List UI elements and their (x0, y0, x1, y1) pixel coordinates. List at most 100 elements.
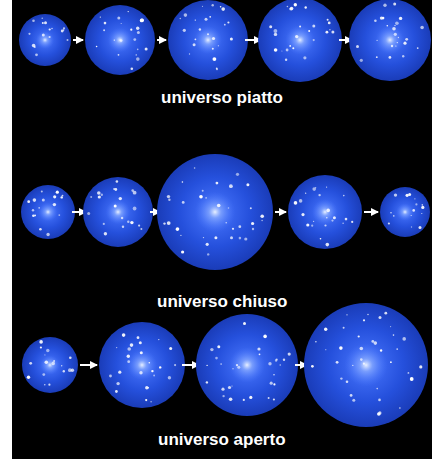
star-dot (419, 226, 422, 229)
star-dot (283, 359, 285, 361)
star-dot (252, 228, 254, 230)
star-dot (33, 198, 37, 202)
star-dot (53, 203, 56, 206)
arrow (80, 364, 97, 366)
star-dot (103, 223, 105, 225)
star-dot (226, 222, 227, 223)
star-dot (136, 57, 140, 61)
star-dot (61, 365, 62, 366)
star-dot (294, 3, 297, 6)
row-label: universo aperto (158, 430, 286, 450)
star-dot (137, 336, 140, 339)
star-dot (377, 412, 381, 416)
star-dot (389, 56, 392, 59)
star-dot (230, 236, 233, 239)
star-dot (394, 33, 397, 36)
star-dot (128, 11, 129, 12)
star-dot (360, 59, 363, 62)
star-dot (42, 18, 43, 19)
star-dot (294, 201, 298, 205)
star-dot (138, 225, 140, 227)
star-dot (168, 199, 170, 201)
star-dot (117, 17, 120, 20)
star-dot (114, 39, 115, 40)
cluster-core (195, 192, 236, 233)
star-dot (326, 209, 330, 213)
star-dot (27, 200, 30, 203)
cluster-circle (196, 314, 298, 416)
star-dot (189, 53, 190, 54)
star-dot (114, 188, 117, 191)
star-dot (232, 368, 233, 369)
star-dot (367, 314, 368, 315)
star-dot (45, 360, 49, 364)
star-dot (239, 237, 242, 240)
star-dot (137, 31, 140, 34)
star-dot (374, 19, 377, 22)
star-dot (195, 19, 196, 20)
star-dot (274, 29, 278, 33)
cluster-circle (304, 303, 428, 427)
star-dot (116, 180, 119, 183)
star-dot (69, 356, 72, 359)
star-dot (378, 399, 381, 402)
star-dot (394, 193, 397, 196)
cluster-core (39, 203, 58, 222)
star-dot (273, 398, 275, 400)
cluster-circle (19, 14, 71, 66)
star-dot (182, 181, 184, 183)
star-dot (415, 203, 417, 205)
cluster-circle (85, 5, 155, 75)
star-dot (402, 337, 406, 341)
star-dot (62, 195, 64, 197)
star-dot (116, 382, 119, 385)
star-dot (127, 347, 131, 351)
arrow (157, 39, 166, 41)
star-dot (42, 198, 45, 201)
star-dot (104, 22, 107, 25)
star-dot (122, 226, 124, 228)
star-dot (346, 380, 349, 383)
star-dot (114, 204, 117, 207)
star-dot (151, 370, 153, 372)
star-dot (339, 346, 343, 350)
star-dot (205, 197, 207, 199)
star-dot (394, 25, 395, 26)
star-dot (131, 67, 134, 70)
star-dot (176, 227, 180, 231)
star-dot (356, 45, 359, 48)
star-dot (251, 222, 254, 225)
star-dot (140, 228, 142, 230)
star-dot (168, 376, 171, 379)
star-dot (115, 390, 118, 393)
star-dot (274, 33, 277, 36)
star-dot (109, 375, 112, 378)
star-dot (276, 358, 278, 360)
star-dot (343, 327, 345, 329)
star-dot (202, 6, 203, 7)
star-dot (393, 334, 395, 336)
star-dot (32, 19, 35, 22)
star-dot (392, 27, 396, 31)
star-dot (63, 27, 65, 29)
star-dot (63, 370, 65, 372)
star-dot (44, 354, 45, 355)
star-dot (290, 7, 294, 11)
star-dot (90, 196, 92, 198)
star-dot (49, 36, 51, 38)
arrow (364, 211, 378, 213)
star-dot (331, 31, 334, 34)
star-dot (393, 3, 396, 6)
cluster-circle (83, 177, 153, 247)
star-dot (174, 364, 176, 366)
cluster-core (396, 203, 414, 221)
star-dot (331, 220, 333, 222)
star-dot (153, 375, 155, 377)
star-dot (104, 232, 107, 235)
star-dot (324, 328, 327, 331)
star-dot (42, 22, 44, 24)
star-dot (220, 363, 222, 365)
star-dot (212, 37, 215, 40)
star-dot (28, 33, 30, 35)
star-dot (289, 45, 291, 47)
